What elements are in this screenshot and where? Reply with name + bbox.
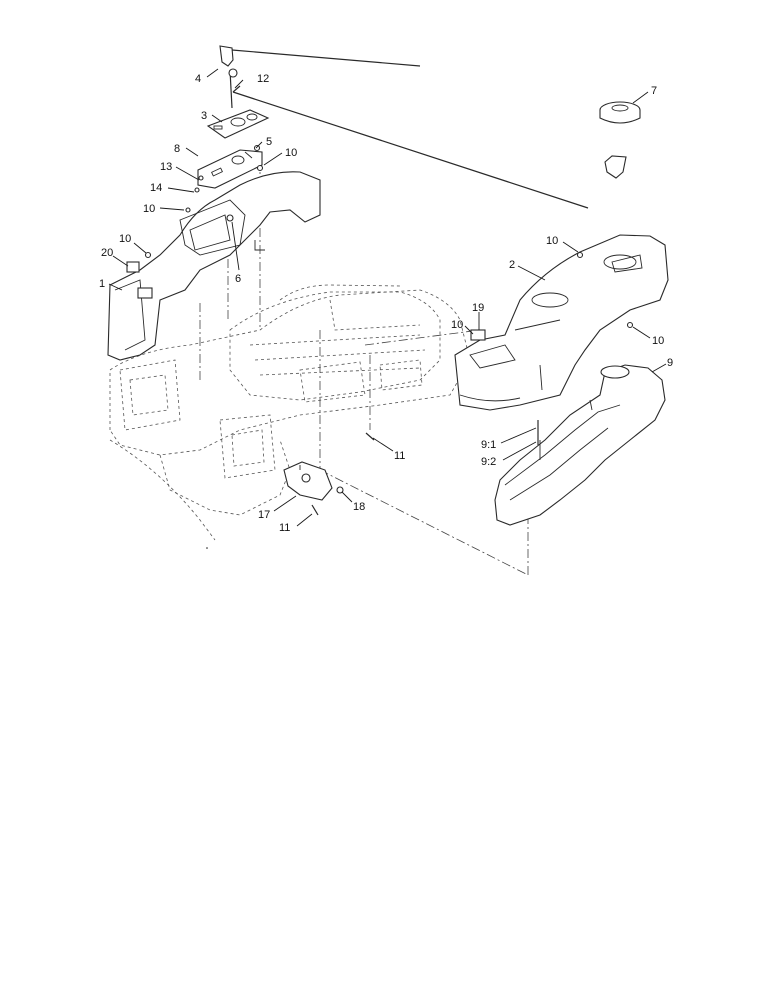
callout-2: 2 xyxy=(509,259,515,271)
callout-8: 8 xyxy=(174,143,180,155)
callout-11-bottom: 11 xyxy=(279,522,290,534)
callout-20: 20 xyxy=(101,247,113,259)
callout-17: 17 xyxy=(258,509,270,521)
fender-clip xyxy=(137,287,153,299)
callout-10-right-mid: 10 xyxy=(451,319,463,331)
fuel-tank-part-9 xyxy=(494,364,666,526)
callout-10-top: 10 xyxy=(285,147,297,159)
callout-9: 9 xyxy=(667,357,673,369)
callout-10-right-top: 10 xyxy=(546,235,558,247)
callout-3: 3 xyxy=(201,110,207,122)
left-fender-part-1 xyxy=(107,164,321,361)
callout-5: 5 xyxy=(266,136,272,148)
callout-10-right-low: 10 xyxy=(652,335,664,347)
leader-lines xyxy=(108,68,667,527)
control-rod-part-12 xyxy=(232,85,589,209)
callout-6: 6 xyxy=(235,273,241,285)
bushing-part-20 xyxy=(126,261,140,273)
control-panel-part-8 xyxy=(197,149,263,189)
callout-9-2: 9:2 xyxy=(481,456,496,468)
callout-12: 12 xyxy=(257,73,269,85)
callout-19: 19 xyxy=(472,302,484,314)
fuel-cap-part-7 xyxy=(599,101,641,179)
callout-7: 7 xyxy=(651,85,657,97)
callout-1: 1 xyxy=(99,278,105,290)
callout-10-lower-left: 10 xyxy=(119,233,131,245)
bracket-part-17 xyxy=(283,461,344,501)
throttle-lever-part-4 xyxy=(219,45,421,109)
callout-10-left: 10 xyxy=(143,203,155,215)
chassis-frame xyxy=(109,284,471,541)
callout-13: 13 xyxy=(160,161,172,173)
callout-4: 4 xyxy=(195,73,201,85)
callout-labels: 4 12 3 8 5 10 13 14 10 10 20 1 6 7 10 2 … xyxy=(99,73,673,534)
decal-plate-part-3 xyxy=(206,109,270,139)
callout-18: 18 xyxy=(353,501,365,513)
bushing-part-19 xyxy=(470,329,486,341)
callout-9-1: 9:1 xyxy=(481,439,496,451)
callout-14: 14 xyxy=(150,182,162,194)
callout-11-mid: 11 xyxy=(394,450,405,462)
stray-mark xyxy=(206,547,208,549)
hardware-screws xyxy=(126,144,634,516)
